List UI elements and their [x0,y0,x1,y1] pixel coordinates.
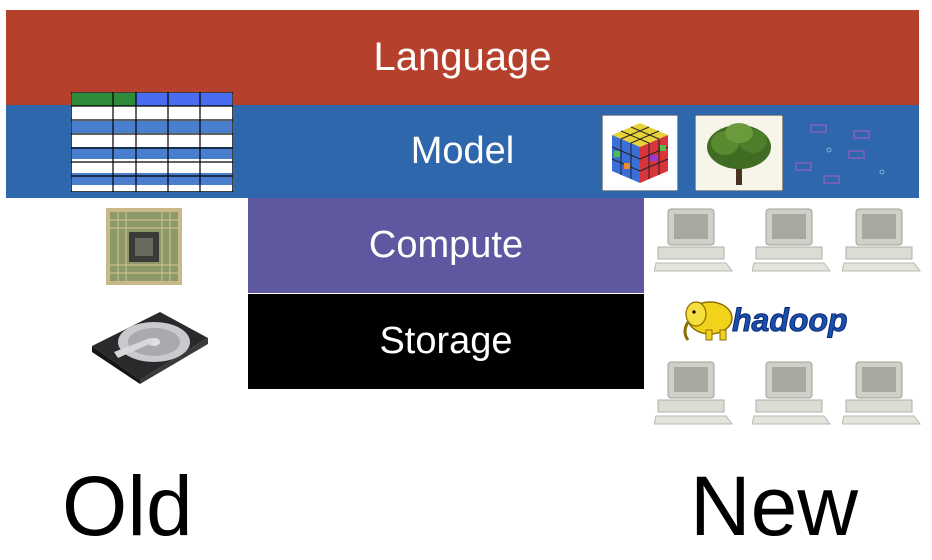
storage-layer: Storage [248,294,644,389]
old-caption: Old [62,459,193,553]
hadoop-wordmark: hadoop [732,302,849,339]
desktop-computer-icon [842,208,921,272]
language-label: Language [373,35,552,79]
desktop-computer-icon [842,361,921,425]
desktop-computer-icon [752,208,831,272]
desktop-computer-icon [654,361,733,425]
language-layer: Language [6,10,919,105]
tree-icon [695,115,783,191]
storage-label: Storage [379,320,513,362]
desktop-computer-icon [654,208,733,272]
table-icon [71,92,233,192]
hadoop-logo: hadoop [680,296,885,344]
hard-drive-icon [92,312,208,384]
rubiks-cube-icon [602,115,678,191]
compute-layer: Compute [248,198,644,293]
model-label: Model [410,130,515,172]
graph-icon [795,124,885,184]
new-caption: New [690,459,859,553]
compute-label: Compute [368,224,524,266]
hadoop-elephant-icon [683,301,733,341]
cpu-chip-icon [106,208,182,285]
desktop-computer-icon [752,361,831,425]
